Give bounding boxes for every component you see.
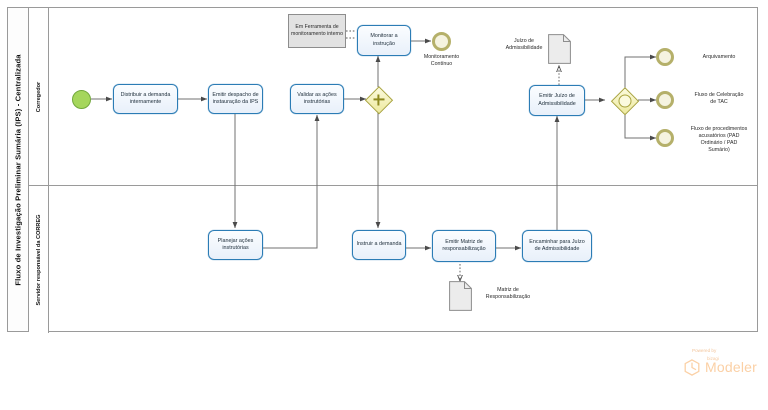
end-event-procedimentos-acusatorios[interactable] [656, 129, 674, 147]
task-instruir-demanda[interactable]: Instruir a demanda [352, 230, 406, 260]
lane-header-corregedor: Corregedor [29, 8, 49, 186]
start-event[interactable] [72, 90, 91, 109]
watermark-brand: Modeler [705, 359, 757, 375]
bizagi-logo-icon [684, 359, 700, 376]
watermark-brand-small: bizagi [707, 356, 720, 361]
task-encaminhar-juizo[interactable]: Encaminhar para Juízo de Admissibilidade [522, 230, 592, 262]
label-arquivamento: Arquivamento [702, 54, 736, 60]
end-event-monitoramento-continuo[interactable] [432, 32, 451, 51]
task-validar-acoes[interactable]: Validar as ações instrutórias [290, 84, 344, 114]
label-matriz-responsabilizacao: Matriz de Responsabilização [485, 287, 531, 301]
watermark-powered-by: Powered by [692, 348, 717, 353]
gateway-event-based[interactable] [610, 86, 639, 115]
data-object-juizo-admissibilidade [548, 34, 571, 64]
data-object-matriz-responsabilizacao [449, 281, 472, 311]
end-event-arquivamento[interactable] [656, 48, 674, 66]
label-juizo-admissibilidade: Juízo de Admissibilidade [505, 38, 543, 52]
circle-icon [618, 94, 631, 107]
task-distribuir-demanda[interactable]: Distribuir a demanda internamente [113, 84, 178, 114]
end-event-celebracao-tac[interactable] [656, 91, 674, 109]
label-celebracao-tac: Fluxo de Celebração de TAC [694, 92, 744, 106]
annotation-ferramenta-monitoramento: Em Ferramenta de monitoramento interno [288, 14, 346, 48]
lane-label-corregedor: Corregedor [35, 81, 42, 112]
document-icon [449, 281, 472, 311]
task-emitir-matriz[interactable]: Emitir Matriz de responsabilização [432, 230, 496, 262]
lane-body-servidor [49, 186, 758, 333]
task-emitir-despacho[interactable]: Emitir despacho de instauração da IPS [208, 84, 263, 114]
gateway-parallel[interactable] [364, 85, 393, 114]
pool-header: Fluxo de Investigação Preliminar Sumária… [8, 8, 29, 331]
task-monitorar-instrucao[interactable]: Monitorar a instrução [357, 25, 411, 56]
lane-label-servidor: Servidor responsável da CORREG [35, 213, 42, 306]
task-planejar-acoes[interactable]: Planejar ações instrutórias [208, 230, 263, 260]
plus-icon [373, 94, 384, 105]
task-emitir-juizo-admissibilidade[interactable]: Emitir Juízo de Admissibilidade [529, 85, 585, 116]
watermark-bizagi-modeler: Powered by bizagi Modeler [672, 348, 762, 382]
label-monitoramento-continuo: Monitoramento Contínuo [423, 54, 460, 68]
document-icon [548, 34, 571, 64]
lane-body-corregedor [49, 8, 758, 186]
lane-header-servidor: Servidor responsável da CORREG [29, 186, 49, 333]
pool-title: Fluxo de Investigação Preliminar Sumária… [13, 53, 23, 286]
label-procedimentos-acusatorios: Fluxo de procedimentos acusatórios (PAD … [690, 126, 748, 154]
